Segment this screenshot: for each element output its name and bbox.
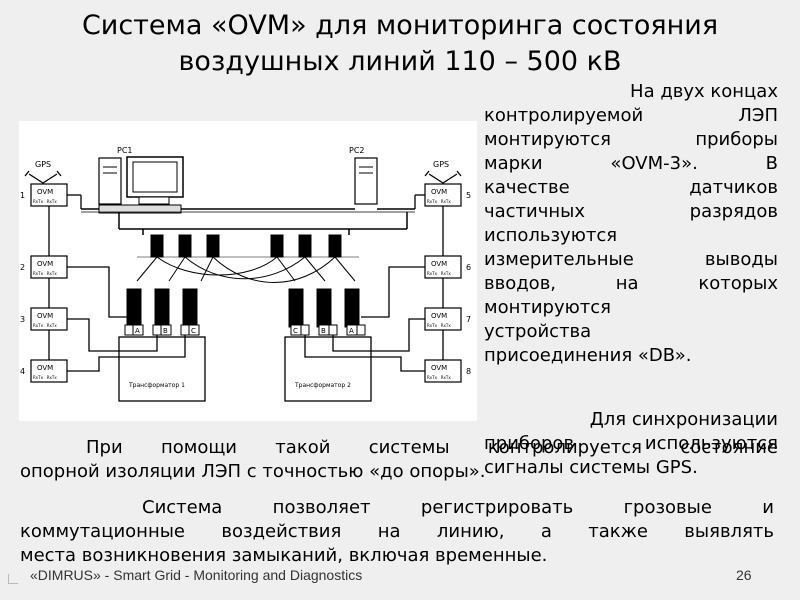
line-insulators bbox=[150, 234, 342, 258]
text-line: На двух концах bbox=[630, 81, 778, 102]
text-line: Система позволяет регистрировать грозовы… bbox=[142, 497, 774, 518]
slide-corner-mark bbox=[8, 574, 18, 584]
ovm-system-diagram: GPS GPS PC1 PC2 bbox=[19, 121, 477, 421]
transformer1-label: Трансформатор 1 bbox=[128, 382, 185, 389]
slide-title: Система «OVM» для мониторинга состояния … bbox=[0, 8, 800, 80]
text-line: коммутационные воздействия на линию, а т… bbox=[20, 521, 774, 542]
ovm-6-label: OVM bbox=[431, 260, 447, 268]
ovm-wiring bbox=[48, 194, 444, 372]
ovm-right-labels: OVM OVM OVM OVM RxTx RxTx RxTx RxTx RxTx… bbox=[427, 188, 471, 380]
text-line: приборов используются bbox=[484, 433, 778, 454]
text-line: измерительные выводы bbox=[484, 249, 778, 270]
pc1-label: PC1 bbox=[117, 146, 133, 155]
text-line: вводов, на которых bbox=[484, 273, 778, 294]
right-paragraph-1: На двух концах контролируемой ЛЭП монтир… bbox=[484, 80, 778, 368]
overhead-line-wires bbox=[136, 256, 359, 283]
ovm-3-number: 3 bbox=[20, 315, 25, 324]
ovm-3-ports: RxTx RxTx bbox=[33, 323, 57, 328]
title-line-2: воздушных линий 110 – 500 кВ bbox=[178, 46, 622, 77]
ovm-5-label: OVM bbox=[431, 188, 447, 196]
pc2-computer-icon bbox=[354, 157, 378, 205]
ovm-2-label: OVM bbox=[37, 260, 53, 268]
ovm-1-number: 1 bbox=[20, 191, 25, 200]
ovm-2-number: 2 bbox=[20, 263, 25, 272]
ovm-left-labels: OVM OVM OVM OVM RxTx RxTx RxTx RxTx RxTx… bbox=[20, 188, 57, 380]
ovm-1-label: OVM bbox=[37, 188, 53, 196]
text-line: опорной изоляции ЛЭП с точностью «до опо… bbox=[20, 461, 486, 482]
ovm-3-label: OVM bbox=[37, 312, 53, 320]
pc1-computer-icon bbox=[98, 156, 184, 214]
ovm-5-ports: RxTx RxTx bbox=[427, 199, 451, 204]
text-line: качестве датчиков bbox=[484, 177, 778, 198]
bushing-label-a-left: A bbox=[135, 327, 140, 335]
transformer2-bushings bbox=[288, 288, 360, 328]
text-line: места возникновения замыканий, включая в… bbox=[20, 545, 548, 566]
ovm-8-number: 8 bbox=[466, 367, 471, 376]
gps-label-left: GPS bbox=[35, 160, 51, 169]
ovm-7-number: 7 bbox=[466, 315, 471, 324]
text-line: При помощи такой системы контролируется … bbox=[86, 437, 778, 458]
text-line: сигналы системы GPS. bbox=[484, 457, 698, 478]
bushing-label-b-left: B bbox=[163, 327, 168, 335]
pc2-label: PC2 bbox=[349, 146, 365, 155]
ovm-6-number: 6 bbox=[466, 263, 471, 272]
bushing-label-a-right: A bbox=[349, 327, 354, 335]
ovm-2-ports: RxTx RxTx bbox=[33, 271, 57, 276]
text-line: марки «OVM-3». В bbox=[484, 153, 778, 174]
text-line: частичных разрядов bbox=[484, 201, 778, 222]
ovm-8-label: OVM bbox=[431, 364, 447, 372]
ovm-6-ports: RxTx RxTx bbox=[427, 271, 451, 276]
db-devices-right bbox=[290, 324, 366, 336]
ovm-left-column bbox=[30, 183, 68, 383]
transformer1-bushings bbox=[126, 288, 198, 328]
transformer2-label: Трансформатор 2 bbox=[294, 382, 351, 389]
title-line-1: Система «OVM» для мониторинга состояния bbox=[81, 10, 719, 41]
ovm-4-number: 4 bbox=[20, 367, 25, 376]
paragraph-4: Система позволяет регистрировать грозовы… bbox=[20, 496, 774, 568]
bushing-label-c-left: C bbox=[191, 327, 196, 335]
page-number: 26 bbox=[736, 567, 752, 583]
text-line: присоединения «DB». bbox=[484, 345, 692, 366]
db-devices-left bbox=[124, 324, 200, 336]
ovm-4-label: OVM bbox=[37, 364, 53, 372]
bushing-label-c-right: C bbox=[293, 327, 298, 335]
transformer-tanks bbox=[118, 336, 372, 402]
ovm-1-ports: RxTx RxTx bbox=[33, 199, 57, 204]
text-line: монтируются bbox=[484, 297, 611, 318]
text-line: контролируемой ЛЭП bbox=[484, 105, 778, 126]
ovm-5-number: 5 bbox=[466, 191, 471, 200]
gps-antenna-right bbox=[424, 170, 462, 185]
paragraph-3: При помощи такой системы контролируется … bbox=[20, 436, 778, 484]
network-bus bbox=[81, 208, 415, 235]
text-line: используются bbox=[484, 225, 618, 246]
bushing-label-b-right: B bbox=[321, 327, 326, 335]
gps-label-right: GPS bbox=[433, 160, 449, 169]
slide-footer: «DIMRUS» - Smart Grid - Monitoring and D… bbox=[30, 567, 363, 583]
right-paragraph-2: Для синхронизации приборов используются … bbox=[484, 408, 778, 480]
ovm-7-ports: RxTx RxTx bbox=[427, 323, 451, 328]
gps-antenna-left bbox=[24, 170, 62, 185]
text-line: монтируются приборы bbox=[484, 129, 778, 150]
ovm-8-ports: RxTx RxTx bbox=[427, 375, 451, 380]
ovm-4-ports: RxTx RxTx bbox=[33, 375, 57, 380]
ovm-7-label: OVM bbox=[431, 312, 447, 320]
text-line: устройства bbox=[484, 321, 592, 342]
text-line: Для синхронизации bbox=[589, 409, 778, 430]
